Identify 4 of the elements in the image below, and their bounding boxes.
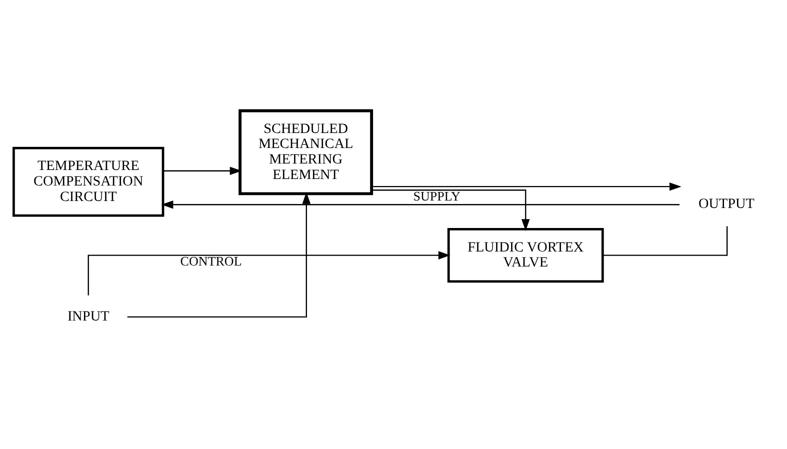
edge-label: CONTROL bbox=[180, 254, 242, 269]
node-text: INPUT bbox=[67, 308, 110, 325]
node-text: OUTPUT bbox=[698, 196, 754, 212]
edge-label: SUPPLY bbox=[413, 188, 460, 204]
